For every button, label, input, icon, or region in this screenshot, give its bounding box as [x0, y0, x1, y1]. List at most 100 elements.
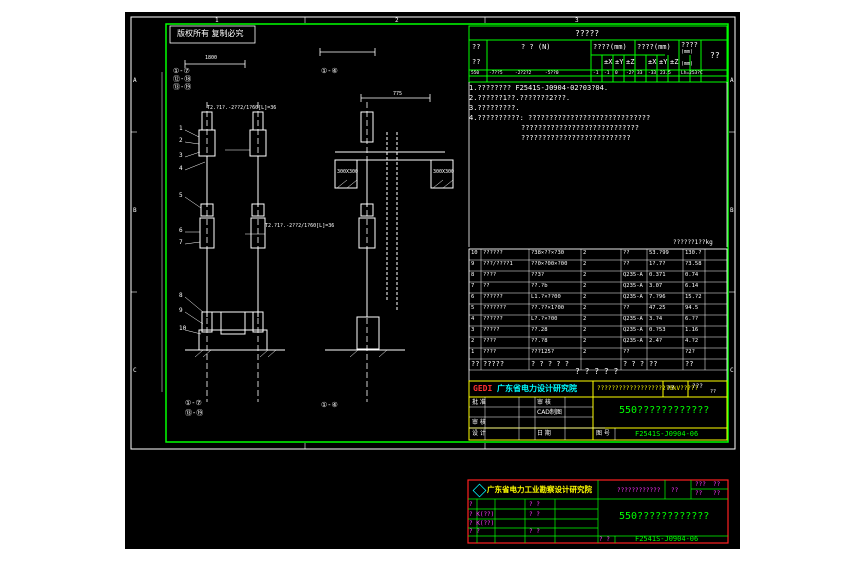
- callout-number: 7: [179, 239, 183, 246]
- tb-row-label: 审 核: [472, 419, 486, 426]
- parts-cell: ??: [483, 283, 490, 289]
- parts-cell: Q235-A: [623, 294, 643, 300]
- parts-cell: ??????: [483, 294, 503, 300]
- parts-cell: 4.?2: [685, 338, 699, 344]
- company-name: 广东省电力设计研究院: [497, 384, 577, 393]
- parts-caption: ??????1??kg: [673, 239, 713, 246]
- parts-header-cell: ?????: [483, 360, 505, 368]
- dimension-label: 1800: [205, 55, 218, 61]
- parts-cell: ??????: [483, 316, 503, 322]
- parts-cell: 0.371: [649, 272, 666, 278]
- parts-cell: 2: [583, 305, 587, 311]
- parts-cell: 1: [471, 349, 475, 355]
- parts-cell: 9: [471, 261, 475, 267]
- note-line: 3.?????????.: [469, 104, 520, 112]
- copyright-banner: 版权所有 复制必究: [177, 29, 244, 38]
- parts-cell: 3.?4: [649, 316, 663, 322]
- foundation-label: 300X300: [337, 169, 359, 175]
- axis-label: ①-⑦: [173, 67, 190, 75]
- lower-company: 广东省电力工业勘察设计研究院: [487, 485, 592, 494]
- lower-cell: ??: [713, 481, 721, 488]
- lower-drawing-number: F2541S-J0904-06: [635, 535, 699, 543]
- callout-number: 10: [179, 325, 187, 332]
- parts-header-cell: ? ? ?: [623, 360, 645, 368]
- parts-grid: [468, 248, 728, 371]
- lower-cell: ??: [695, 490, 703, 497]
- parts-cell: Q235-A: [623, 338, 643, 344]
- dimension-label: 775: [393, 91, 403, 97]
- callout-number: 6: [179, 227, 183, 234]
- parts-cell: 2: [583, 272, 587, 278]
- bom-value-cell: -2?: [626, 71, 635, 76]
- svg-text:A: A: [133, 77, 137, 84]
- parts-header-cell: ??: [471, 360, 480, 368]
- bom-head: ? ? (N): [521, 43, 551, 51]
- lower-row-label: ?: [469, 501, 473, 508]
- parts-cell: ??.??×1?00: [531, 305, 565, 311]
- parts-cell: 2: [583, 327, 587, 333]
- bom-value-cell: -33: [648, 71, 657, 76]
- bom-head-row2: ±Z: [626, 58, 635, 66]
- note-line: ??????????????????????????: [521, 134, 631, 142]
- bom-head: ??: [472, 43, 481, 51]
- callout-number: 5: [179, 192, 183, 199]
- parts-cell: 2: [583, 250, 587, 256]
- callout-number: 1: [179, 125, 183, 132]
- parts-cell: 15.?2: [685, 294, 702, 300]
- axis-label: ⑬-⑲: [173, 83, 192, 91]
- parts-cell: ????: [483, 349, 497, 355]
- parts-cell: 1.16: [685, 327, 699, 333]
- tb-row-label: 批 准: [472, 399, 486, 406]
- parts-header-cell: ??: [649, 360, 658, 368]
- lower-row-label: ? K(??): [469, 511, 495, 518]
- parts-cell: 7: [471, 283, 475, 289]
- lower-cell: ? ?: [529, 528, 540, 535]
- svg-text:A: A: [730, 77, 734, 84]
- parts-cell: 7.?96: [649, 294, 666, 300]
- drawing-number: F2541S-J0904-06: [635, 430, 699, 438]
- callout-number: 3: [179, 152, 183, 159]
- parts-cell: 4: [471, 316, 475, 322]
- parts-cell: 2.4?: [649, 338, 663, 344]
- callout-number: 8: [179, 292, 183, 299]
- parts-cell: 2: [583, 338, 587, 344]
- parts-cell: ?38×??×?30: [531, 250, 565, 256]
- bom-head: ????(mm): [637, 43, 671, 51]
- bom-head-row2: ±X: [604, 58, 613, 66]
- svg-text:C: C: [730, 367, 734, 374]
- parts-cell: ???/????1: [483, 261, 513, 267]
- parts-header-cell: ??: [685, 360, 694, 368]
- bom-head: ????(mm): [593, 43, 627, 51]
- parts-cell: ?????: [483, 327, 500, 333]
- bom-head-row2: ±Z: [670, 58, 679, 66]
- parts-cell: L?.?×?00: [531, 316, 558, 322]
- parts-cell: 2: [471, 338, 475, 344]
- axis-label-side: ①-④: [321, 67, 338, 75]
- bom-value-cell: -1: [593, 71, 599, 76]
- parts-cell: ??.?8: [531, 338, 548, 344]
- parts-cell: ??: [623, 250, 630, 256]
- parts-cell: ??0×?00×?00: [531, 261, 568, 267]
- parts-cell: ??3?: [531, 272, 545, 278]
- svg-text:B: B: [133, 207, 137, 214]
- parts-cell: 6: [471, 294, 475, 300]
- parts-cell: ???125?: [531, 349, 555, 355]
- foundation-label: 300X300: [433, 169, 455, 175]
- parts-cell: Q235-A: [623, 272, 643, 278]
- note-line: 4.??????????: ??????????????????????????…: [469, 114, 651, 122]
- parts-cell: ??????: [483, 250, 503, 256]
- lower-project: ????????????: [617, 487, 661, 494]
- bom-head-row2: ±Y: [659, 58, 668, 66]
- parts-cell: ??.28: [531, 327, 548, 333]
- drawing-no-label: 图 号: [596, 430, 610, 437]
- parts-cell: ??: [623, 305, 630, 311]
- bom-value-cell: 33: [637, 71, 643, 76]
- parts-cell: ????: [483, 338, 497, 344]
- parts-cell: ??.?b: [531, 283, 548, 289]
- axis-label-bottom: ⑬-⑲: [185, 409, 204, 417]
- tb-mid-label: 日 期: [537, 430, 551, 437]
- tb-mid-label: CAD制图: [537, 409, 562, 416]
- parts-cell: 6.14: [685, 283, 699, 289]
- drawing-title: 550????????????: [619, 405, 710, 416]
